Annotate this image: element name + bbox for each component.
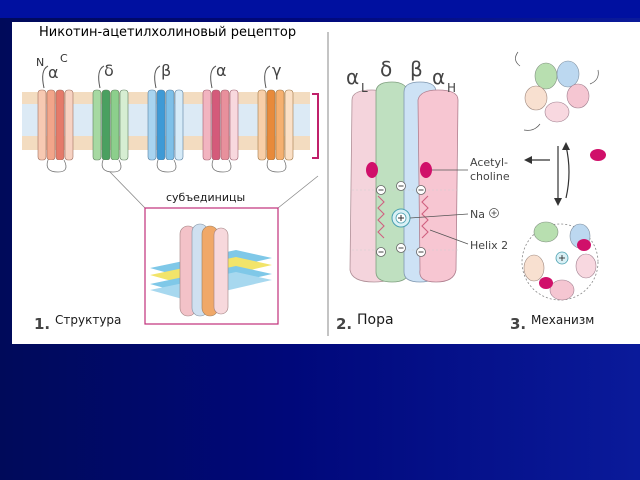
acetylcholine-label-line1: Acetyl- [470, 156, 508, 169]
subunit-letter-5: γ [272, 61, 281, 80]
callout-helix [429, 229, 469, 245]
acetylcholine-right [420, 162, 432, 178]
acetylcholine-left [366, 162, 378, 178]
terminal-n-label: N [36, 56, 44, 69]
panel-3-number: 3. [510, 315, 527, 333]
pore-letter-delta: δ [380, 57, 392, 81]
helix-label: Helix 2 [470, 239, 508, 252]
pore-letter-beta: β [410, 57, 423, 81]
arrow-head-down [554, 198, 562, 206]
pore-subscript-l: L [361, 81, 368, 95]
minus-signs [378, 185, 424, 253]
callout-sodium [409, 213, 469, 219]
open-channel-bottom [521, 221, 599, 301]
arrow-head-up [562, 142, 570, 150]
terminal-c-label: C [60, 52, 68, 65]
pore-receptor [349, 81, 459, 283]
subunit-letter-2: δ [104, 61, 114, 80]
pore-subscript-h: H [447, 81, 456, 95]
acetylcholine-label-line2: choline [470, 170, 510, 183]
subunit-letter-4: α [216, 61, 227, 80]
membrane-bracket [312, 93, 319, 159]
subunit-letter-1: α [48, 63, 59, 82]
pore-letter-alpha-h: α [432, 65, 445, 89]
mechanism-arrows [557, 145, 570, 200]
panel-2-number: 2. [336, 315, 353, 333]
connector-line [109, 171, 146, 209]
panel-3-caption: Механизм [531, 313, 595, 327]
subunit-gamma [257, 65, 294, 173]
closed-channel-top [515, 51, 599, 131]
subunits-label: субъединицы [166, 191, 246, 204]
panel-1-number: 1. [34, 315, 51, 333]
figure-title: Никотин-ацетилхолиновый рецептор [35, 23, 301, 43]
pore-letter-alpha-l: α [346, 65, 359, 89]
subunit-beta [147, 65, 184, 173]
acetylcholine-free [590, 149, 606, 161]
helix-left [377, 195, 385, 239]
inset-receptor [179, 223, 229, 317]
connector-line [277, 175, 319, 209]
subunit-alpha-1 [37, 65, 74, 173]
subunit-letter-3: β [161, 61, 171, 80]
panel-1-caption: Структура [55, 313, 122, 327]
subunit-delta [92, 65, 129, 173]
slide-top-band [0, 0, 640, 18]
sodium-label: Na [470, 208, 485, 221]
subunit-alpha-2 [202, 65, 239, 173]
panel-2-caption: Пора [357, 312, 394, 328]
